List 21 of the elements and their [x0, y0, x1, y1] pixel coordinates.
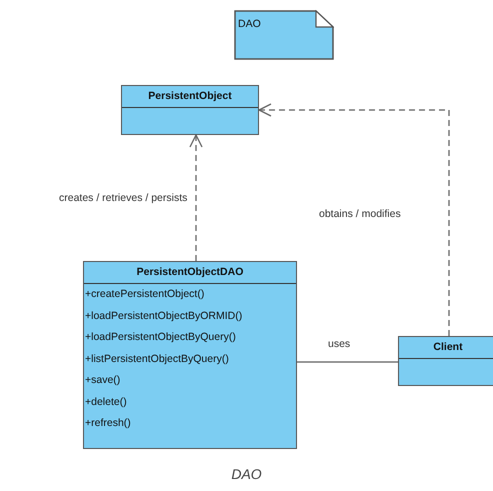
method-text: +save() — [84, 373, 122, 388]
caption: DAO — [231, 466, 262, 482]
association-line — [297, 361, 398, 363]
class-name: PersistentObject — [122, 86, 258, 108]
class-box — [83, 261, 297, 449]
method-text: +createPersistentObject() — [84, 287, 206, 302]
class-name: PersistentObjectDAO — [84, 262, 296, 284]
class-name: Client — [399, 337, 493, 359]
method-text: +loadPersistentObjectByQuery() — [84, 330, 237, 345]
edge-label: creates / retrieves / persists — [58, 192, 188, 204]
method-text: +loadPersistentObjectByORMID() — [84, 308, 244, 324]
edge-label: obtains / modifies — [318, 208, 402, 220]
class-box — [398, 336, 493, 386]
dependency-arrow — [258, 103, 450, 336]
edge-label: uses — [327, 338, 352, 350]
note-text: DAO — [238, 18, 261, 30]
method-text: +listPersistentObjectByQuery() — [84, 352, 230, 366]
method-text: +refresh() — [84, 416, 132, 431]
method-text: +delete() — [84, 394, 128, 410]
dependency-arrow — [189, 134, 203, 261]
class-box — [121, 85, 259, 135]
